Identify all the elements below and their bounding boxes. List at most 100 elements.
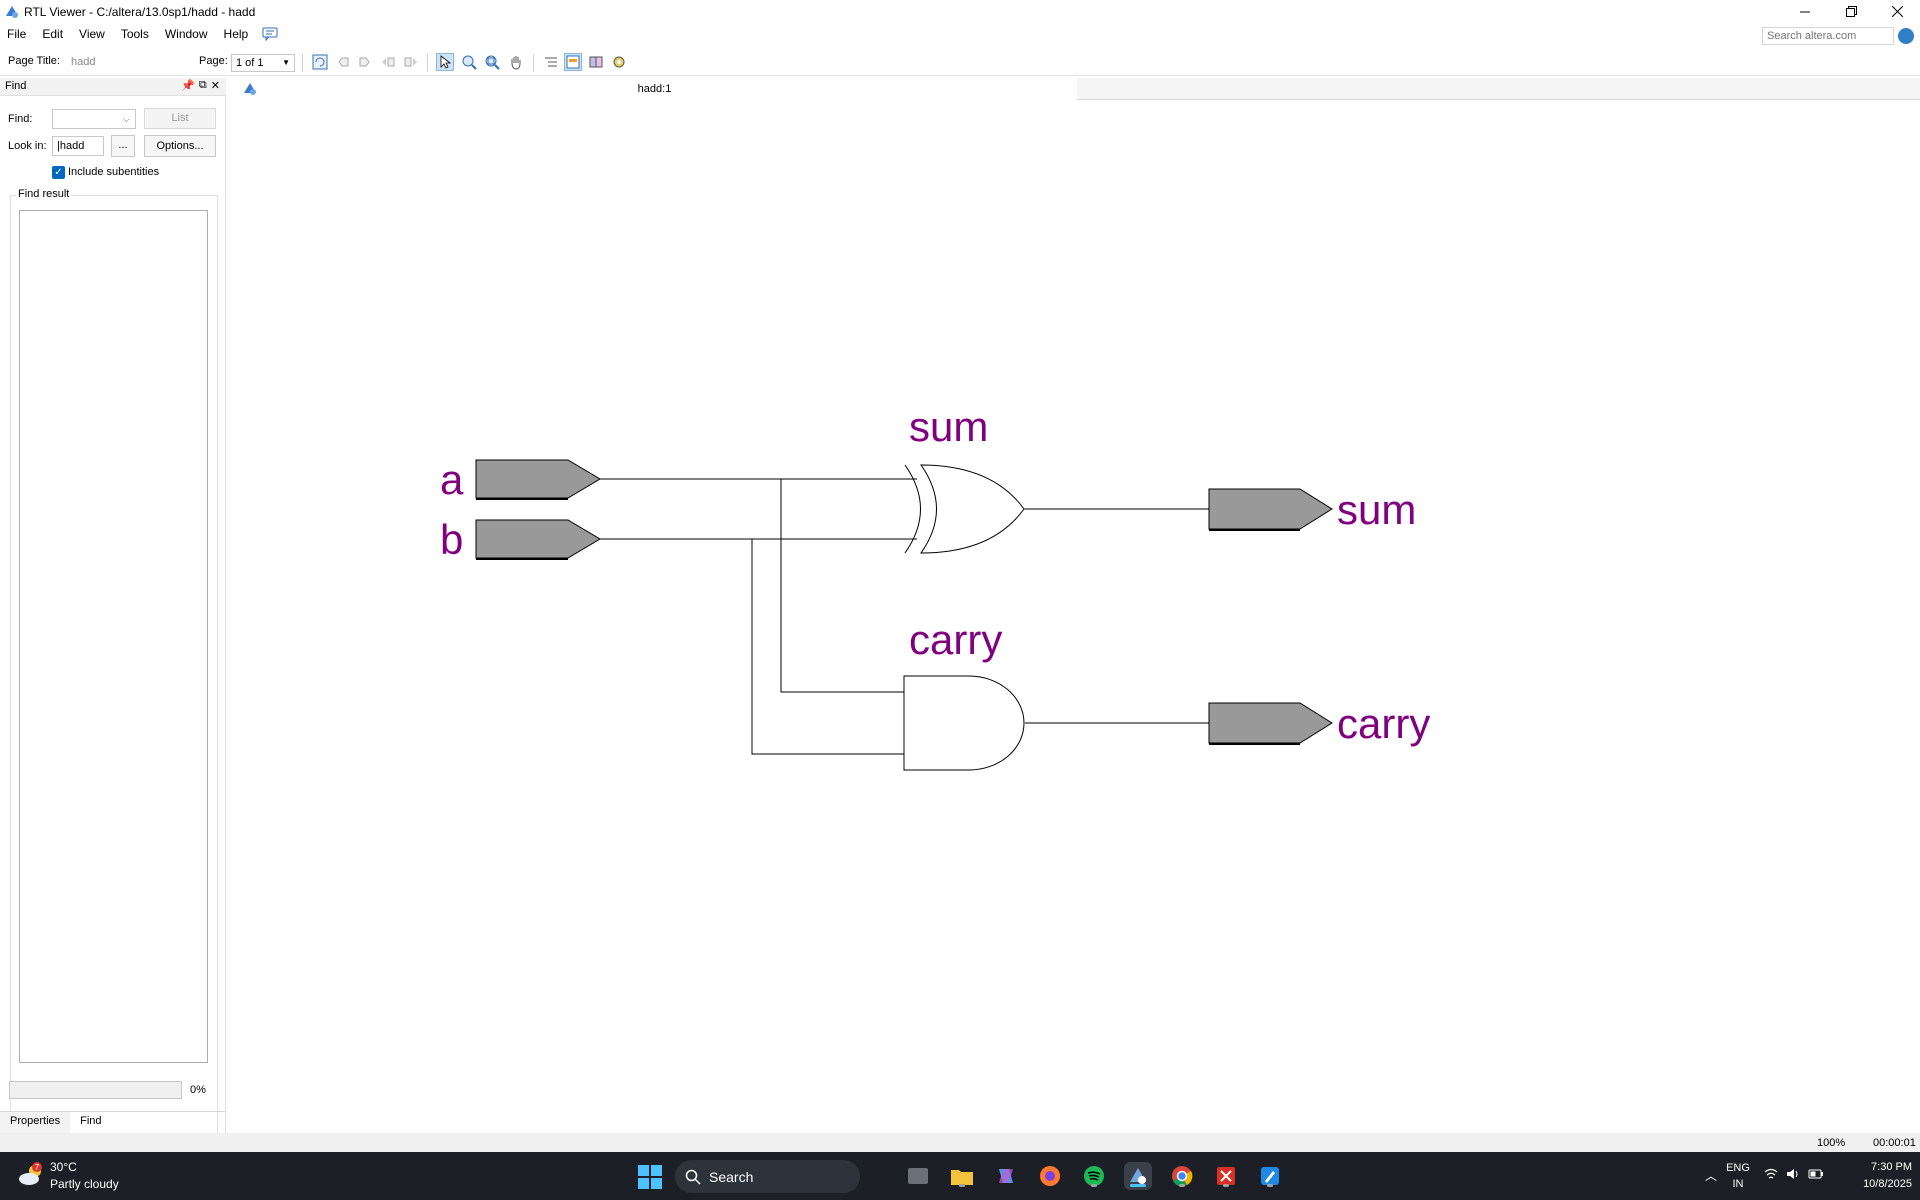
tab-properties[interactable]: Properties (0, 1112, 71, 1133)
fit-window-button[interactable] (483, 53, 501, 71)
restore-button[interactable] (1828, 0, 1874, 23)
netlist-icon (545, 57, 557, 67)
tab-hadd[interactable]: hadd:1 (232, 78, 1077, 100)
input-label-b: b (440, 516, 463, 563)
system-icons[interactable] (1764, 1167, 1824, 1181)
copilot-icon (999, 1169, 1013, 1183)
forward-button[interactable] (355, 53, 373, 71)
refresh-icon (312, 54, 328, 70)
taskbar-file-explorer[interactable] (948, 1162, 976, 1190)
input-pin-a[interactable] (475, 459, 601, 500)
float-icon[interactable]: ⧉ (198, 79, 207, 91)
zoom-tool-button[interactable] (460, 53, 478, 71)
options-button[interactable]: Options... (144, 135, 216, 157)
title-bar: RTL Viewer - C:/altera/13.0sp1/hadd - ha… (0, 0, 1920, 23)
restore-icon (1845, 6, 1857, 17)
input-label-a: a (440, 456, 464, 503)
page-select-value: 1 of 1 (236, 57, 264, 69)
find-progress-bar (9, 1081, 182, 1099)
windows-start-icon[interactable] (637, 1164, 663, 1190)
menu-edit[interactable]: Edit (42, 27, 64, 41)
go-down-button[interactable] (402, 53, 420, 71)
back-arrow-icon (338, 57, 349, 67)
task-view-button[interactable] (904, 1162, 932, 1190)
search-altera-input[interactable] (1762, 27, 1894, 45)
toolbar-separator (533, 54, 534, 72)
and-gate[interactable] (903, 675, 1025, 771)
close-panel-icon[interactable]: ✕ (210, 80, 220, 92)
find-result-label: Find result (16, 188, 72, 200)
window-title: RTL Viewer - C:/altera/13.0sp1/hadd - ha… (24, 4, 256, 19)
tab-find[interactable]: Find (70, 1112, 112, 1133)
taskbar-paint[interactable] (1256, 1162, 1284, 1190)
include-subentities-checkbox[interactable]: ✓ (52, 166, 65, 179)
output-pin-carry[interactable] (1208, 702, 1333, 745)
hierarchy-down-icon (404, 57, 417, 67)
zoom-in-icon (462, 55, 477, 70)
filter-button[interactable] (587, 53, 605, 71)
taskbar-copilot[interactable] (992, 1162, 1020, 1190)
clock-date[interactable]: 10/8/2025 (1863, 1178, 1912, 1190)
close-button[interactable] (1874, 0, 1920, 23)
menu-tools[interactable]: Tools (120, 27, 149, 41)
chevron-down-icon: ⌵ (123, 114, 130, 124)
go-up-button[interactable] (379, 53, 397, 71)
filter-icon (589, 56, 603, 68)
look-in-label: Look in: (8, 140, 47, 152)
minimize-button[interactable] (1782, 0, 1828, 23)
back-button[interactable] (335, 53, 353, 71)
taskbar-chrome[interactable] (1168, 1162, 1196, 1190)
list-button[interactable]: List (144, 108, 216, 129)
refresh-button[interactable] (311, 53, 329, 71)
volume-icon (1787, 1169, 1798, 1179)
browse-button[interactable]: ... (111, 135, 135, 157)
settings-button[interactable] (610, 53, 628, 71)
language-region: IN (1732, 1178, 1744, 1190)
show-properties-button[interactable] (564, 53, 582, 71)
battery-icon (1808, 1169, 1823, 1179)
page-label: Page: (199, 55, 228, 67)
running-indicator (1179, 1184, 1185, 1187)
xor-gate[interactable] (904, 464, 1025, 554)
taskbar-search[interactable]: Search (675, 1160, 860, 1193)
menu-window[interactable]: Window (164, 27, 208, 41)
rtl-document-icon (244, 83, 256, 95)
zoom-fit-icon (485, 55, 500, 70)
selection-tool-button[interactable] (436, 53, 454, 71)
wifi-icon (1764, 1168, 1778, 1179)
clock-time[interactable]: 7:30 PM (1871, 1161, 1912, 1173)
taskbar-firefox[interactable] (1036, 1162, 1064, 1190)
find-combo[interactable]: ⌵ (52, 109, 136, 129)
hand-icon (511, 56, 521, 70)
menu-file[interactable]: File (7, 27, 27, 41)
output-pin-sum[interactable] (1208, 488, 1333, 531)
find-result-list[interactable] (19, 210, 208, 1063)
pointer-icon (440, 55, 452, 69)
search-icon (685, 1169, 701, 1185)
page-title-field[interactable]: hadd (71, 56, 96, 68)
look-in-field[interactable]: |hadd (52, 136, 104, 156)
hand-tool-button[interactable] (507, 53, 525, 71)
feedback-icon[interactable] (262, 27, 278, 41)
include-subentities-label: Include subentities (68, 166, 160, 178)
find-panel-header: Find 📌 ⧉ ✕ (0, 78, 226, 96)
globe-icon[interactable] (1898, 28, 1914, 44)
taskbar-quartus[interactable] (1124, 1162, 1152, 1190)
hierarchy-up-icon (382, 57, 395, 67)
find-panel: Find 📌 ⧉ ✕ Find: ⌵ List Look in: |hadd .… (0, 78, 226, 1150)
schematic-canvas[interactable]: a b sum carry sum carry (232, 101, 1920, 1131)
netlist-navigator-button[interactable] (542, 53, 560, 71)
page-select[interactable]: 1 of 1 ▼ (231, 54, 295, 72)
menu-view[interactable]: View (79, 27, 105, 41)
output-label-carry: carry (1337, 700, 1430, 747)
taskbar-pdf[interactable] (1212, 1162, 1240, 1190)
taskbar-spotify[interactable] (1080, 1162, 1108, 1190)
menu-help[interactable]: Help (223, 27, 249, 41)
taskbar: 7 30°C Partly cloudy Search (0, 1152, 1920, 1200)
progress-text: 0% (190, 1084, 206, 1096)
input-pin-b[interactable] (475, 519, 601, 560)
show-hidden-icons-chevron-icon[interactable]: ︿ (1705, 1169, 1718, 1183)
language-indicator[interactable]: ENG (1726, 1162, 1750, 1174)
partly-cloudy-icon[interactable]: 7 (16, 1160, 46, 1190)
pin-icon[interactable]: 📌 (181, 80, 195, 92)
